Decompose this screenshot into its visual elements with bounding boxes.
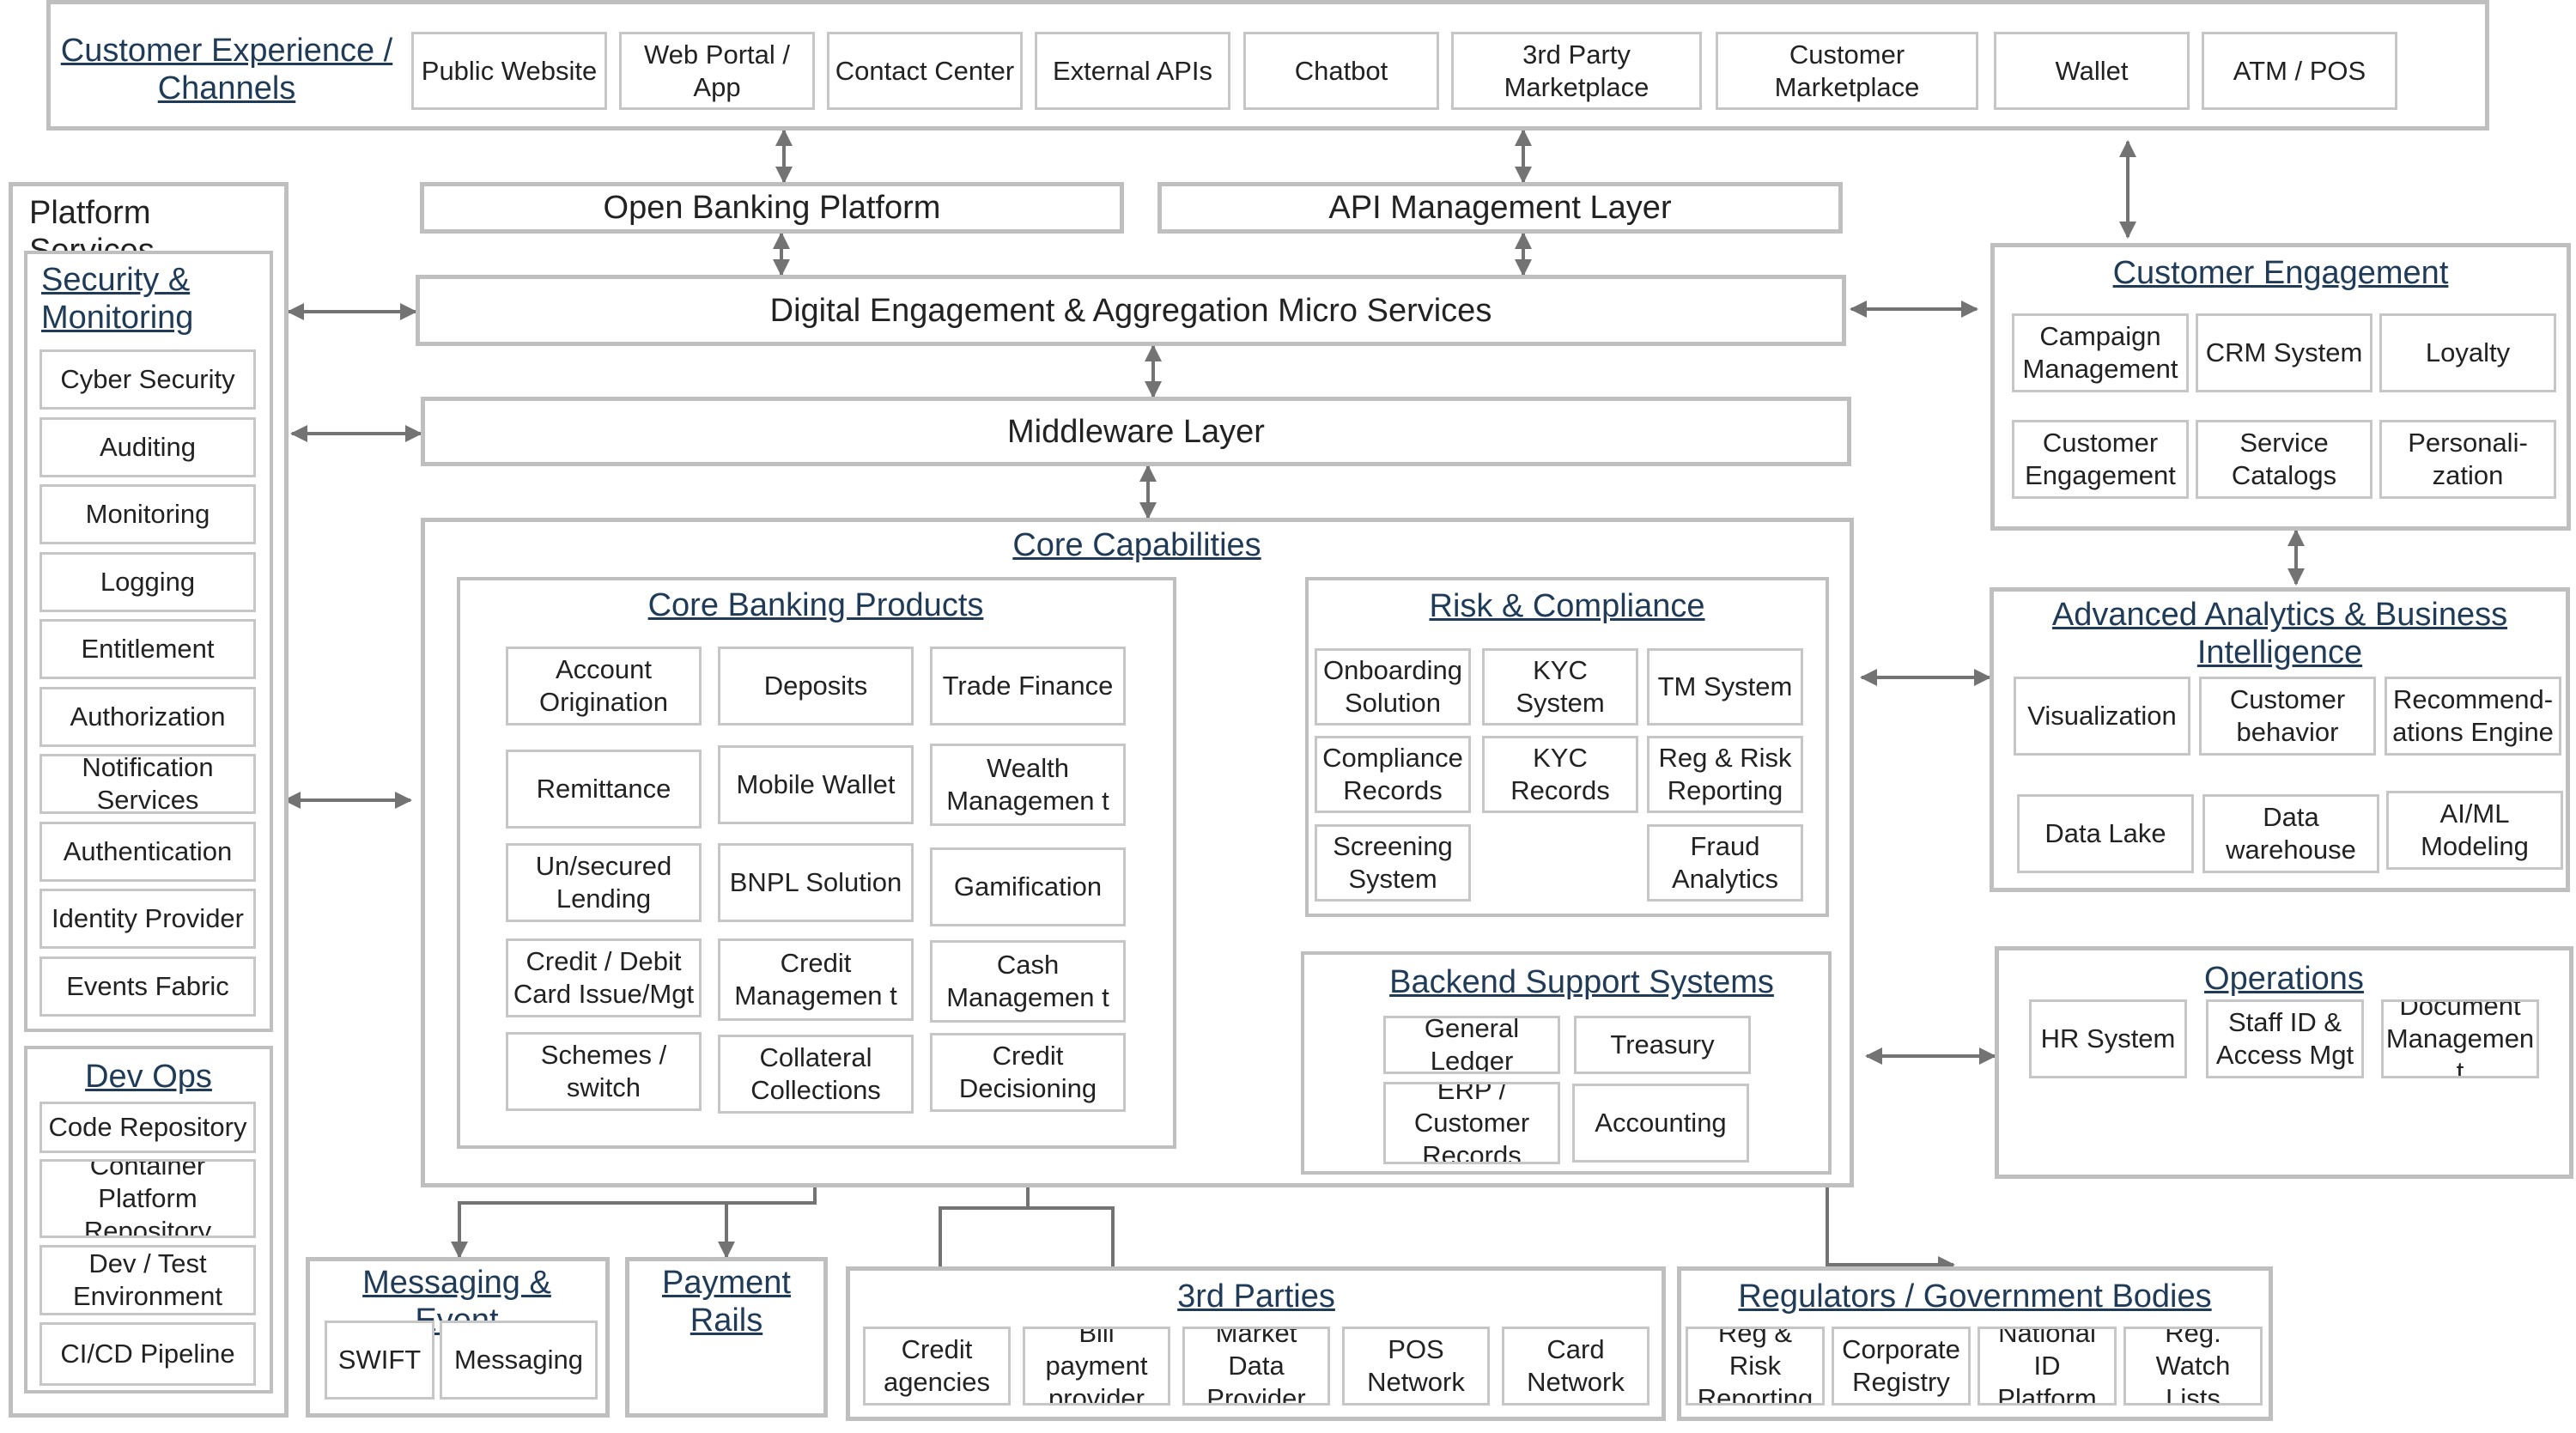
risk-compliance-title: Risk & Compliance <box>1429 588 1705 624</box>
open-banking-layer[interactable]: Open Banking Platform <box>420 182 1124 234</box>
channel-atm-pos[interactable]: ATM / POS <box>2202 32 2397 110</box>
analytics-customer-behavior[interactable]: Customer behavior <box>2199 677 2376 756</box>
third-party-pos-network[interactable]: POS Network <box>1342 1327 1490 1406</box>
analytics-title: Advanced Analytics & Business Intelligen… <box>2051 597 2508 671</box>
analytics-recommendations-engine[interactable]: Recommend- ations Engine <box>2385 677 2561 756</box>
third-party-credit-agencies[interactable]: Credit agencies <box>863 1327 1011 1406</box>
engagement-customer-engagement[interactable]: Customer Engagement <box>2012 420 2189 499</box>
devops-item-code-repository[interactable]: Code Repository <box>39 1102 256 1153</box>
banking-bnpl-solution[interactable]: BNPL Solution <box>718 843 914 922</box>
security-item-events-fabric[interactable]: Events Fabric <box>39 956 256 1017</box>
payment-rails-group <box>625 1257 828 1418</box>
security-item-cyber-security[interactable]: Cyber Security <box>39 349 256 410</box>
channel-3rd-party-marketplace[interactable]: 3rd Party Marketplace <box>1451 32 1702 110</box>
operations-staff-id-access[interactable]: Staff ID & Access Mgt <box>2206 999 2364 1078</box>
security-item-authentication[interactable]: Authentication <box>39 822 256 882</box>
customer-engagement-title: Customer Engagement <box>2112 255 2449 291</box>
channel-web-portal[interactable]: Web Portal / App <box>619 32 815 110</box>
banking-unsecured-lending[interactable]: Un/secured Lending <box>506 843 702 922</box>
banking-credit-management[interactable]: Credit Managemen t <box>718 938 914 1021</box>
security-item-authorization[interactable]: Authorization <box>39 687 256 747</box>
regulator-corporate-registry[interactable]: Corporate Registry <box>1832 1327 1971 1406</box>
channel-external-apis[interactable]: External APIs <box>1035 32 1230 110</box>
banking-cash-management[interactable]: Cash Managemen t <box>930 940 1126 1023</box>
risk-tm-system[interactable]: TM System <box>1647 648 1803 726</box>
devops-item-cicd-pipeline[interactable]: CI/CD Pipeline <box>39 1322 256 1386</box>
analytics-aiml-modeling[interactable]: AI/ML Modeling <box>2386 791 2563 870</box>
banking-account-origination[interactable]: Account Origination <box>506 647 702 726</box>
backend-general-ledger[interactable]: General Ledger <box>1383 1016 1560 1074</box>
engagement-crm-system[interactable]: CRM System <box>2196 313 2372 392</box>
channel-chatbot[interactable]: Chatbot <box>1243 32 1439 110</box>
banking-credit-debit-card[interactable]: Credit / Debit Card Issue/Mgt <box>506 938 702 1017</box>
risk-reg-risk-reporting[interactable]: Reg & Risk Reporting <box>1647 736 1803 813</box>
banking-collateral-collections[interactable]: Collateral Collections <box>718 1035 914 1114</box>
payment-rails-title: Payment Rails <box>662 1265 791 1339</box>
devops-item-container-platform[interactable]: Container Platform Repository <box>39 1159 256 1238</box>
analytics-visualization[interactable]: Visualization <box>2014 677 2190 756</box>
channel-contact-center[interactable]: Contact Center <box>827 32 1023 110</box>
middleware-layer[interactable]: Middleware Layer <box>421 397 1851 466</box>
third-party-bill-payment[interactable]: Bill payment provider <box>1023 1327 1170 1406</box>
backend-support-title: Backend Support Systems <box>1389 964 1774 1000</box>
security-monitoring-title: Security & Monitoring <box>41 262 194 336</box>
operations-title: Operations <box>2204 961 2364 997</box>
messaging-swift[interactable]: SWIFT <box>325 1321 434 1400</box>
banking-mobile-wallet[interactable]: Mobile Wallet <box>718 745 914 824</box>
third-parties-title: 3rd Parties <box>1177 1278 1335 1315</box>
security-item-monitoring[interactable]: Monitoring <box>39 484 256 544</box>
core-capabilities-title: Core Capabilities <box>1012 527 1261 563</box>
channel-public-website[interactable]: Public Website <box>411 32 607 110</box>
channel-customer-marketplace[interactable]: Customer Marketplace <box>1716 32 1978 110</box>
digital-engagement-layer[interactable]: Digital Engagement & Aggregation Micro S… <box>416 275 1846 346</box>
devops-title: Dev Ops <box>85 1059 212 1095</box>
banking-wealth-management[interactable]: Wealth Managemen t <box>930 744 1126 826</box>
analytics-data-lake[interactable]: Data Lake <box>2017 794 2194 873</box>
core-banking-title: Core Banking Products <box>647 587 984 623</box>
risk-onboarding-solution[interactable]: Onboarding Solution <box>1315 648 1471 726</box>
engagement-personalization[interactable]: Personali- zation <box>2379 420 2556 499</box>
banking-credit-decisioning[interactable]: Credit Decisioning <box>930 1033 1126 1112</box>
risk-compliance-records[interactable]: Compliance Records <box>1315 736 1471 813</box>
engagement-loyalty[interactable]: Loyalty <box>2379 313 2556 392</box>
security-item-identity-provider[interactable]: Identity Provider <box>39 889 256 949</box>
risk-fraud-analytics[interactable]: Fraud Analytics <box>1647 824 1803 902</box>
third-party-market-data[interactable]: Market Data Provider <box>1182 1327 1330 1406</box>
banking-schemes-switch[interactable]: Schemes / switch <box>506 1032 702 1111</box>
regulator-national-id[interactable]: National ID Platform <box>1978 1327 2117 1406</box>
backend-accounting[interactable]: Accounting <box>1572 1084 1749 1163</box>
messaging-messaging[interactable]: Messaging <box>440 1321 598 1400</box>
security-item-auditing[interactable]: Auditing <box>39 417 256 477</box>
banking-remittance[interactable]: Remittance <box>506 750 702 829</box>
risk-kyc-system[interactable]: KYC System <box>1482 648 1638 726</box>
devops-item-dev-test[interactable]: Dev / Test Environment <box>39 1245 256 1315</box>
security-item-notification-services[interactable]: Notification Services <box>39 754 256 814</box>
engagement-service-catalogs[interactable]: Service Catalogs <box>2196 420 2372 499</box>
banking-trade-finance[interactable]: Trade Finance <box>930 647 1126 726</box>
operations-document-management[interactable]: Document Managemen t <box>2381 999 2539 1078</box>
analytics-data-warehouse[interactable]: Data warehouse <box>2202 794 2379 873</box>
banking-gamification[interactable]: Gamification <box>930 847 1126 926</box>
regulator-reg-watch-lists[interactable]: Reg. Watch Lists <box>2123 1327 2263 1406</box>
regulators-title: Regulators / Government Bodies <box>1738 1278 2212 1315</box>
backend-treasury[interactable]: Treasury <box>1574 1016 1751 1074</box>
channels-title: Customer Experience / Channels <box>60 33 393 106</box>
security-item-entitlement[interactable]: Entitlement <box>39 619 256 679</box>
risk-screening-system[interactable]: Screening System <box>1315 824 1471 902</box>
third-party-card-network[interactable]: Card Network <box>1502 1327 1649 1406</box>
engagement-campaign-management[interactable]: Campaign Management <box>2012 313 2189 392</box>
regulator-reg-risk-reporting[interactable]: Reg & Risk Reporting <box>1686 1327 1825 1406</box>
api-management-layer[interactable]: API Management Layer <box>1157 182 1843 234</box>
security-item-logging[interactable]: Logging <box>39 552 256 612</box>
channel-wallet[interactable]: Wallet <box>1994 32 2190 110</box>
operations-hr-system[interactable]: HR System <box>2029 999 2187 1078</box>
backend-erp-customer-records[interactable]: ERP / Customer Records <box>1383 1082 1560 1164</box>
banking-deposits[interactable]: Deposits <box>718 647 914 726</box>
risk-kyc-records[interactable]: KYC Records <box>1482 736 1638 813</box>
